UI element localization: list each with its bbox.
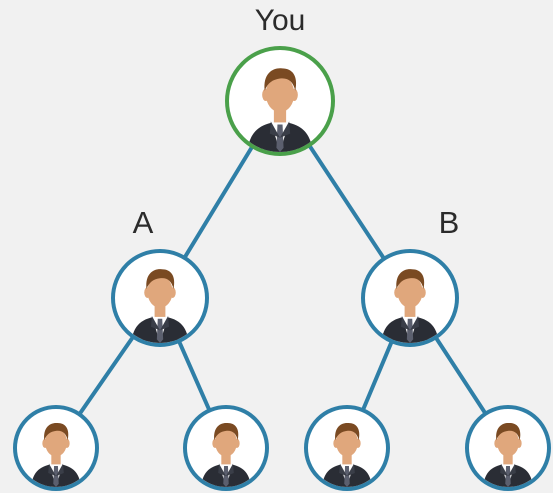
- node-b: [361, 249, 459, 347]
- node-a2: [183, 405, 269, 491]
- node-b1: [304, 405, 390, 491]
- label-b: B: [438, 205, 460, 240]
- node-a: [111, 249, 209, 347]
- person-avatar-icon: [201, 422, 251, 487]
- node-b2: [465, 405, 551, 491]
- label-you: You: [254, 4, 306, 37]
- label-a: A: [132, 205, 154, 240]
- node-a1: [13, 405, 99, 491]
- node-you: [225, 46, 335, 156]
- person-avatar-icon: [31, 422, 81, 487]
- person-avatar-icon: [483, 422, 533, 487]
- person-avatar-icon: [322, 422, 372, 487]
- person-avatar-icon: [247, 68, 313, 152]
- person-avatar-icon: [381, 269, 439, 343]
- person-avatar-icon: [131, 269, 189, 343]
